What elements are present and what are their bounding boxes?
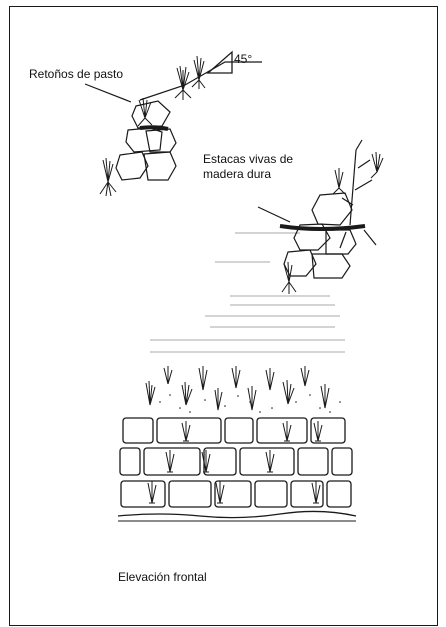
stone-block [143,447,201,476]
figure-frame [9,6,438,626]
grass-tuft-icon [163,366,173,385]
grass-tuft-icon [191,55,206,89]
leader-line [257,206,291,223]
label-angle: 45° [234,52,253,66]
live-stake-branch-icon [341,139,373,226]
stone-block [214,480,252,508]
stone [125,127,163,153]
stone [115,151,149,181]
angle-marker [206,50,233,74]
stone-block [122,417,154,444]
grass-tuft-icon [231,366,241,389]
label-front-elevation: Elevación frontal [118,570,207,584]
grass-tuft-icon-group [281,151,384,294]
grass-tuft-icon [247,386,257,411]
label-live-stakes-line2: madera dura [203,167,272,181]
grass-tuft-icon-group [145,366,330,504]
stone-block [156,417,222,444]
stone [311,192,353,226]
section-view-grass-shoots [84,50,262,181]
stone-block [254,480,288,508]
grass-tuft-icon [282,379,295,405]
grass-tuft-icon [215,481,225,504]
label-grass-shoots: Retoños de pasto [29,67,124,81]
grass-tuft-icon [201,450,211,473]
ground-line [117,510,357,519]
grass-tuft-icon [282,421,292,442]
stake-line [279,224,366,231]
grass-tuft-icon [147,481,157,504]
stone-block [120,480,166,508]
stone-block [168,480,212,508]
leader-line [84,83,132,103]
grass-tuft-icon [174,65,192,100]
grass-tuft-icon [181,421,191,442]
grass-tuft-icon [311,481,321,504]
stone [143,151,177,181]
stone-block [224,417,254,444]
front-elevation-wall [117,394,357,522]
grass-tuft-icon [265,368,275,391]
grass-tuft-icon [198,366,208,391]
stone [325,229,357,255]
grass-tuft-icon [165,450,175,473]
stake-line [139,125,169,131]
section-view-live-stakes [257,139,377,279]
grass-tuft-icon [145,380,156,406]
grass-tuft-icon [214,388,223,411]
stone-block [239,447,295,476]
grass-tuft-icon-group [99,55,206,197]
grass-tuft-icon [332,168,346,195]
grass-tuft-icon [265,450,275,473]
grass-tuft-icon [281,261,297,294]
slope-line [139,61,262,101]
stone-block [297,447,329,476]
label-live-stakes-line1: Estacas vivas de [203,152,294,166]
stone-block [256,417,308,444]
stone-block [310,417,346,444]
grass-tuft-icon [320,384,330,409]
stone-block [331,447,353,476]
stone [293,223,331,251]
bleed-through-text [150,232,345,353]
stone-block [290,480,324,508]
grass-tuft-icon [313,421,323,442]
grass-tuft-icon [137,97,153,127]
stone-block [119,447,141,476]
grass-tuft-icon [181,381,193,406]
grass-tuft-icon [300,366,310,387]
stone [311,253,351,279]
grass-tuft-icon [99,157,117,197]
grass-tuft-icon [370,151,384,179]
stone-block [326,480,352,508]
